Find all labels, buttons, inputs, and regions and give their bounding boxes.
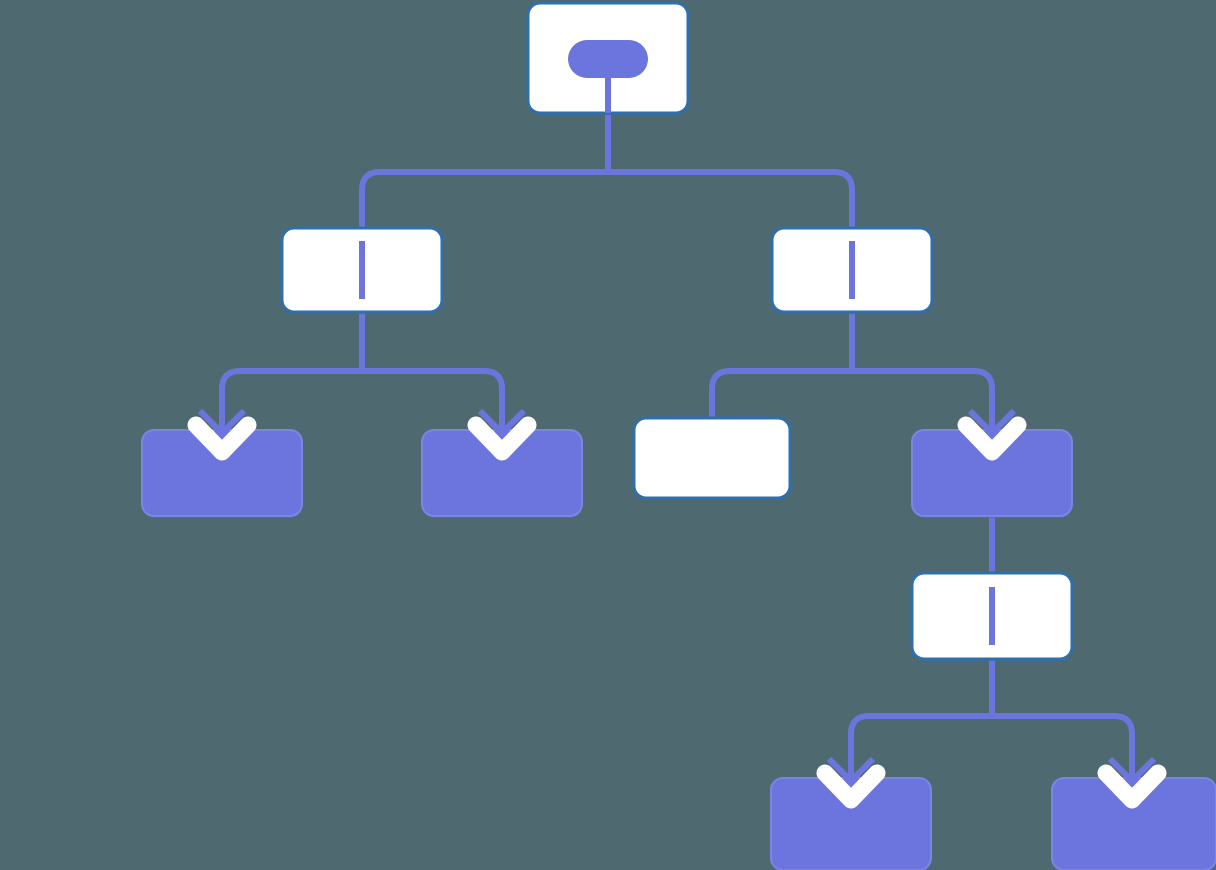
leaf-node-white-body[interactable] [632,416,792,500]
branch-node-left-bar [359,241,365,299]
nodes-layer [141,1,1216,870]
white-chevron-icon-a [187,416,257,461]
white-chevron-icon-c [957,416,1027,461]
purple-arrowhead-icon-c [967,408,1017,438]
branch-node-lower-bar [989,587,995,645]
connector-bus-top [359,169,855,228]
white-chevron-icon-e [1097,764,1167,809]
branch-node-right-bar [849,241,855,299]
connector-bus-bottom [848,713,1135,778]
arrow-marker-leaf-c [816,756,886,809]
arrow-marker-branch-purple [957,408,1027,461]
edges-layer [219,113,1135,778]
branch-node-right[interactable] [770,226,934,314]
purple-arrowhead-icon-a [197,408,247,438]
root-node[interactable] [526,1,690,115]
white-chevron-icon-d [816,764,886,809]
purple-arrowhead-icon-e [1107,756,1157,786]
purple-arrowhead-icon-d [826,756,876,786]
connector-bus-right [709,368,995,430]
branch-node-left[interactable] [280,226,444,314]
branch-node-lower[interactable] [910,571,1074,661]
arrow-marker-leaf-a [187,408,257,461]
root-node-stem [605,59,611,113]
arrow-markers-layer [187,408,1167,809]
connector-bus-left [219,368,505,430]
arrow-marker-leaf-d [1097,756,1167,809]
purple-arrowhead-icon-b [477,408,527,438]
white-chevron-icon-b [467,416,537,461]
leaf-node-white[interactable] [632,416,792,500]
arrow-marker-leaf-b [467,408,537,461]
